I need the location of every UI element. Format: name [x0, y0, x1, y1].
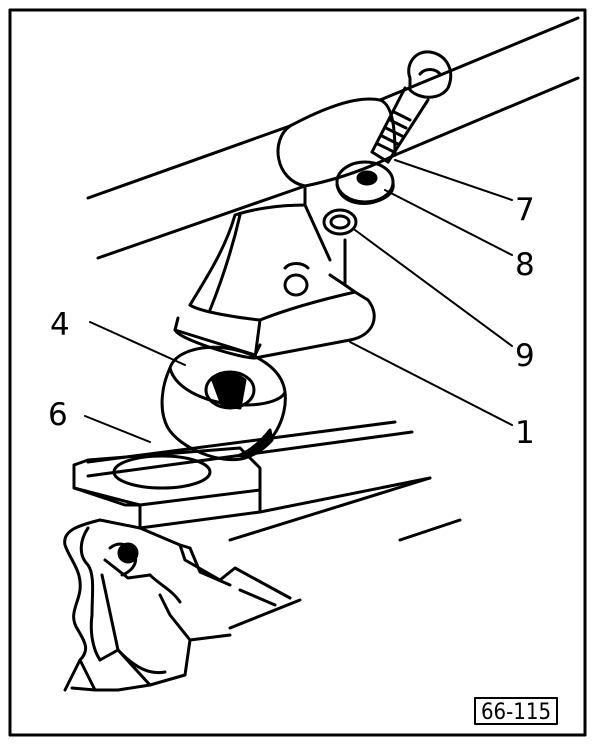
- figure-reference: 66-115: [474, 697, 558, 725]
- frame: [8, 8, 587, 737]
- body-sill: [63, 420, 462, 692]
- callout-7: 7: [515, 192, 535, 228]
- leader-lines: [84, 159, 513, 443]
- callout-labels: 7 8 9 1 4 6: [48, 192, 535, 451]
- callout-4: 4: [50, 307, 70, 343]
- mounting-bracket: [173, 97, 397, 360]
- cap-screw: [370, 50, 453, 164]
- callout-1: 1: [515, 415, 535, 451]
- thin-washer: [322, 208, 358, 236]
- thick-washer: [335, 160, 395, 205]
- callout-6: 6: [48, 397, 68, 433]
- callout-9: 9: [515, 338, 535, 374]
- figure-reference-label: 66-115: [481, 700, 551, 725]
- frame-tube: [86, 16, 580, 260]
- callout-8: 8: [515, 247, 535, 283]
- rubber-bushing: [160, 345, 287, 461]
